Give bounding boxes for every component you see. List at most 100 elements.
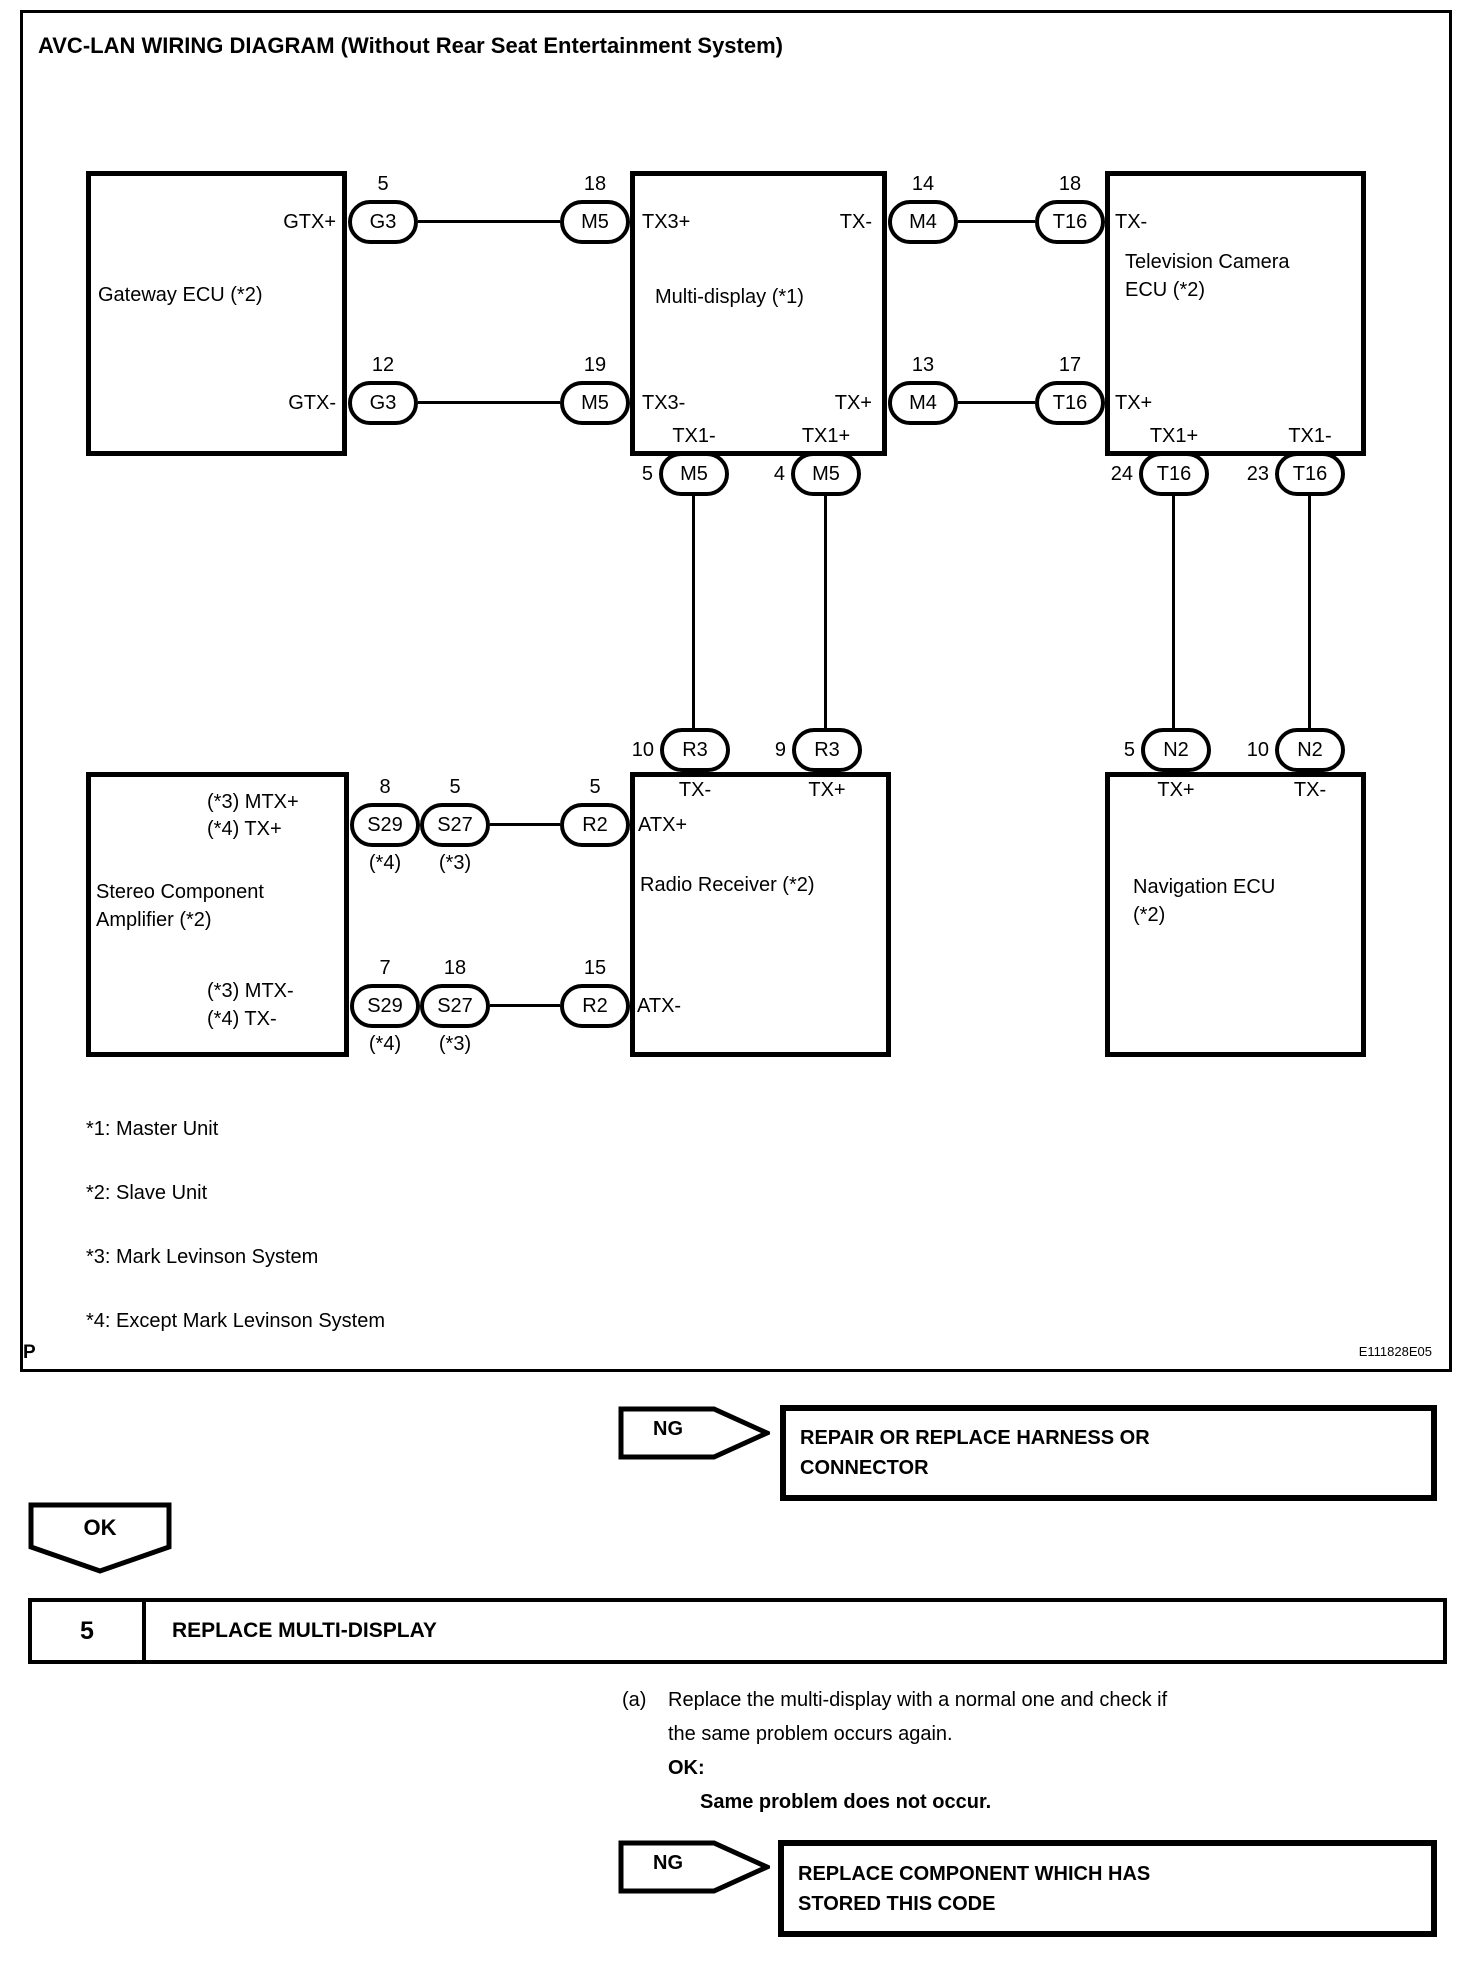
instruction-ok-text: Same problem does not occur.: [700, 1791, 992, 1813]
connector-t16-pin17: T16: [1035, 381, 1105, 425]
television-camera-ecu-box: [1105, 171, 1366, 456]
amp-pin-bottom-line1: (*3) MTX-: [207, 980, 294, 1002]
ng1-result-box: REPAIR OR REPLACE HARNESS OR CONNECTOR: [780, 1405, 1437, 1501]
pin-number-m5-5: 5: [641, 463, 653, 485]
tv-pin-tx1-plus: TX1+: [1149, 425, 1199, 447]
gateway-ecu-label: Gateway ECU (*2): [98, 284, 263, 306]
gateway-ecu-box: [86, 171, 347, 456]
navigation-ecu-label-line1: Navigation ECU: [1133, 876, 1276, 898]
amp-label-line1: Stereo Component: [96, 881, 264, 903]
ng2-result-line1: REPLACE COMPONENT WHICH HAS: [798, 1862, 1151, 1885]
tv-camera-label-line2: ECU (*2): [1125, 279, 1206, 301]
radio-pin-atx-plus: ATX+: [638, 814, 688, 836]
multi-pin-tx3-minus: TX3-: [642, 392, 686, 414]
radio-pin-tx-minus: TX-: [678, 779, 712, 801]
wire-t16-n2-left: [1172, 496, 1175, 728]
connector-r2-pin5: R2: [560, 803, 630, 847]
pin-number-t16-23: 23: [1246, 463, 1269, 485]
radio-receiver-box: [630, 772, 891, 1057]
ng-arrow-1: [618, 1406, 770, 1460]
pin-number-m5-19: 19: [583, 354, 607, 376]
figure-code: E111828E05: [1358, 1344, 1432, 1359]
connector-s27-pin18: S27: [420, 984, 490, 1028]
note-s27-5: (*3): [438, 852, 472, 874]
page-letter: P: [23, 1342, 36, 1363]
tv-pin-tx-minus: TX-: [1115, 211, 1148, 233]
wire-s27-r2-row1: [490, 823, 560, 826]
ng-arrow-1-label: NG: [653, 1418, 683, 1440]
connector-g3-pin5: G3: [348, 200, 418, 244]
ng1-result-line2: CONNECTOR: [800, 1457, 929, 1479]
connector-r3-pin10: R3: [660, 728, 730, 772]
pin-number-m5-18: 18: [583, 173, 607, 195]
note-s29-7: (*4): [368, 1033, 402, 1055]
connector-t16-pin23: T16: [1275, 452, 1345, 496]
stereo-amplifier-box: [86, 772, 349, 1057]
wire-t16-n2-right: [1308, 496, 1311, 728]
pin-number-s27-18: 18: [443, 957, 467, 979]
radio-receiver-label: Radio Receiver (*2): [640, 874, 815, 896]
footnote-1: *1: Master Unit: [86, 1118, 219, 1140]
multi-pin-tx1-minus: TX1-: [672, 425, 716, 447]
amp-label-line2: Amplifier (*2): [96, 909, 212, 931]
connector-m5-pin4: M5: [791, 452, 861, 496]
connector-m4-pin14: M4: [888, 200, 958, 244]
connector-m5-pin19: M5: [560, 381, 630, 425]
connector-t16-pin24: T16: [1139, 452, 1209, 496]
gateway-pin-gtx-plus: GTX+: [283, 211, 336, 233]
multi-pin-tx3-plus: TX3+: [642, 211, 691, 233]
amp-pin-top-line2: (*4) TX+: [207, 818, 282, 840]
wire-g3-m5-row1: [418, 220, 560, 223]
pin-number-m4-13: 13: [911, 354, 935, 376]
pin-number-g3-5: 5: [377, 173, 389, 195]
note-s27-18: (*3): [438, 1033, 472, 1055]
multi-display-label: Multi-display (*1): [655, 286, 804, 308]
ng1-result-line1: REPAIR OR REPLACE HARNESS OR: [800, 1427, 1150, 1449]
multi-pin-tx1-plus: TX1+: [801, 425, 851, 447]
pin-number-s29-8: 8: [379, 776, 391, 798]
pin-number-m5-4: 4: [773, 463, 785, 485]
pin-number-g3-12: 12: [371, 354, 395, 376]
pin-number-s27-5: 5: [449, 776, 461, 798]
connector-r2-pin15: R2: [560, 984, 630, 1028]
connector-t16-pin18: T16: [1035, 200, 1105, 244]
nav-pin-tx-plus: TX+: [1157, 779, 1195, 801]
connector-g3-pin12: G3: [348, 381, 418, 425]
diagram-title: AVC-LAN WIRING DIAGRAM (Without Rear Sea…: [38, 33, 783, 58]
connector-m5-pin5: M5: [659, 452, 729, 496]
wire-m4-t16-row2: [958, 401, 1035, 404]
pin-number-r3-10: 10: [631, 739, 654, 761]
multi-pin-tx-plus: TX+: [834, 392, 872, 414]
connector-s29-pin7: S29: [350, 984, 420, 1028]
pin-number-r2-15: 15: [583, 957, 607, 979]
note-s29-8: (*4): [368, 852, 402, 874]
amp-pin-top-line1: (*3) MTX+: [207, 791, 299, 813]
connector-n2-pin5: N2: [1141, 728, 1211, 772]
connector-m4-pin13: M4: [888, 381, 958, 425]
instruction-line2: the same problem occurs again.: [668, 1723, 953, 1745]
wire-g3-m5-row2: [418, 401, 560, 404]
step-title: REPLACE MULTI-DISPLAY: [172, 1619, 437, 1642]
footnote-4: *4: Except Mark Levinson System: [86, 1310, 386, 1332]
pin-number-t16-18: 18: [1058, 173, 1082, 195]
ng2-result-line2: STORED THIS CODE: [798, 1892, 996, 1915]
multi-pin-tx-minus: TX-: [839, 211, 872, 233]
wire-m5-r3-right: [824, 496, 827, 728]
connector-r3-pin9: R3: [792, 728, 862, 772]
pin-number-r3-9: 9: [774, 739, 786, 761]
navigation-ecu-box: [1105, 772, 1366, 1057]
pin-number-t16-17: 17: [1058, 354, 1082, 376]
pin-number-t16-24: 24: [1110, 463, 1133, 485]
connector-m5-pin18: M5: [560, 200, 630, 244]
ok-arrow-label: OK: [83, 1515, 117, 1540]
connector-s29-pin8: S29: [350, 803, 420, 847]
ng-arrow-2: [618, 1840, 770, 1894]
ng2-result-box: REPLACE COMPONENT WHICH HAS STORED THIS …: [778, 1840, 1437, 1937]
radio-pin-atx-minus: ATX-: [637, 995, 682, 1017]
connector-n2-pin10: N2: [1275, 728, 1345, 772]
radio-pin-tx-plus: TX+: [808, 779, 846, 801]
instruction-ok-heading: OK:: [668, 1757, 705, 1779]
ng-arrow-2-label: NG: [653, 1852, 683, 1874]
pin-number-n2-5: 5: [1123, 739, 1135, 761]
